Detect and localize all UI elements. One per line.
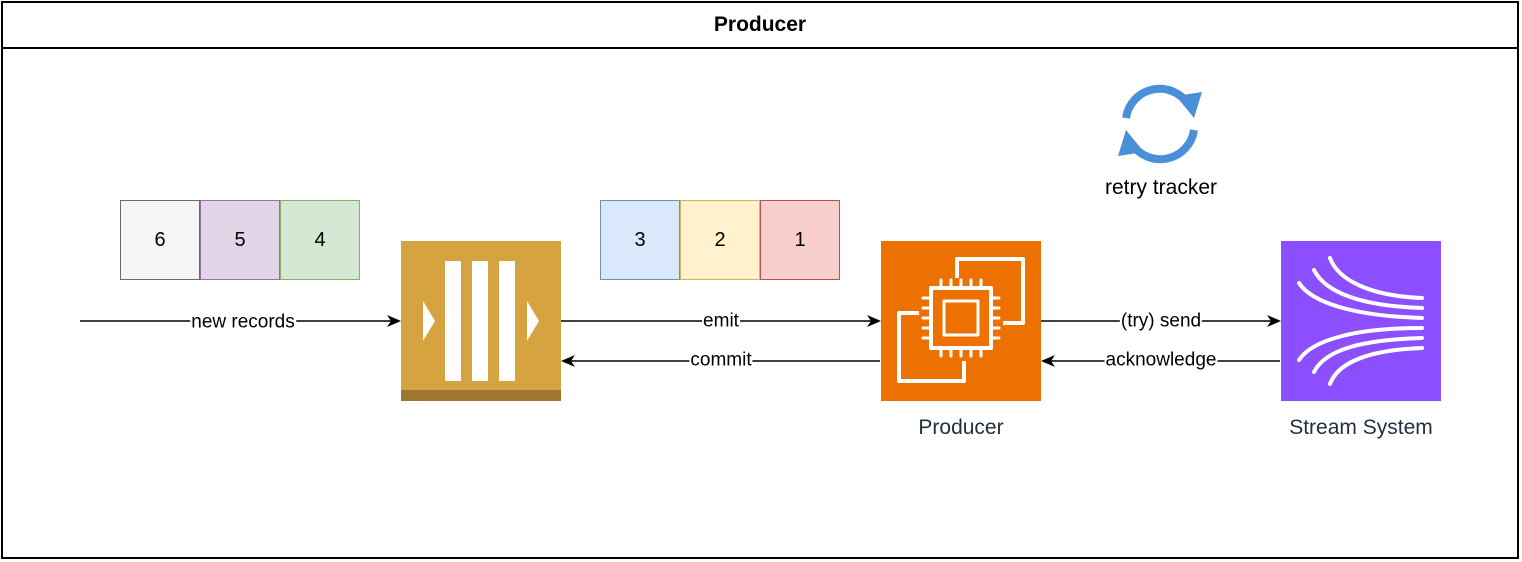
edge-label-new-records: new records (190, 311, 296, 333)
record-cell-4[interactable]: 4 (280, 200, 360, 280)
record-cell-3[interactable]: 3 (600, 200, 680, 280)
stream-system-node[interactable] (1281, 241, 1441, 401)
producer-node[interactable] (881, 241, 1041, 401)
edge-label-send: (try) send (1119, 310, 1203, 332)
record-cell-5[interactable]: 5 (200, 200, 280, 280)
edge-label-commit: commit (689, 349, 753, 371)
container-title: Producer (713, 13, 807, 36)
record-cell-1[interactable]: 1 (760, 200, 840, 280)
container-header: Producer (3, 3, 1517, 49)
edge-label-emit: emit (702, 310, 740, 332)
compute-icon (897, 257, 1025, 383)
queue-node[interactable] (401, 241, 561, 401)
queue-icon (423, 261, 539, 381)
stream-icon (1297, 256, 1424, 386)
retry-tracker-icon[interactable] (1118, 84, 1202, 164)
edge-label-acknowledge: acknowledge (1104, 349, 1218, 371)
stream-system-label: Stream System (1289, 416, 1433, 439)
record-cell-6[interactable]: 6 (120, 200, 200, 280)
record-cell-2[interactable]: 2 (680, 200, 760, 280)
producer-label: Producer (918, 416, 1004, 439)
retry-tracker-label: retry tracker (1104, 176, 1217, 199)
